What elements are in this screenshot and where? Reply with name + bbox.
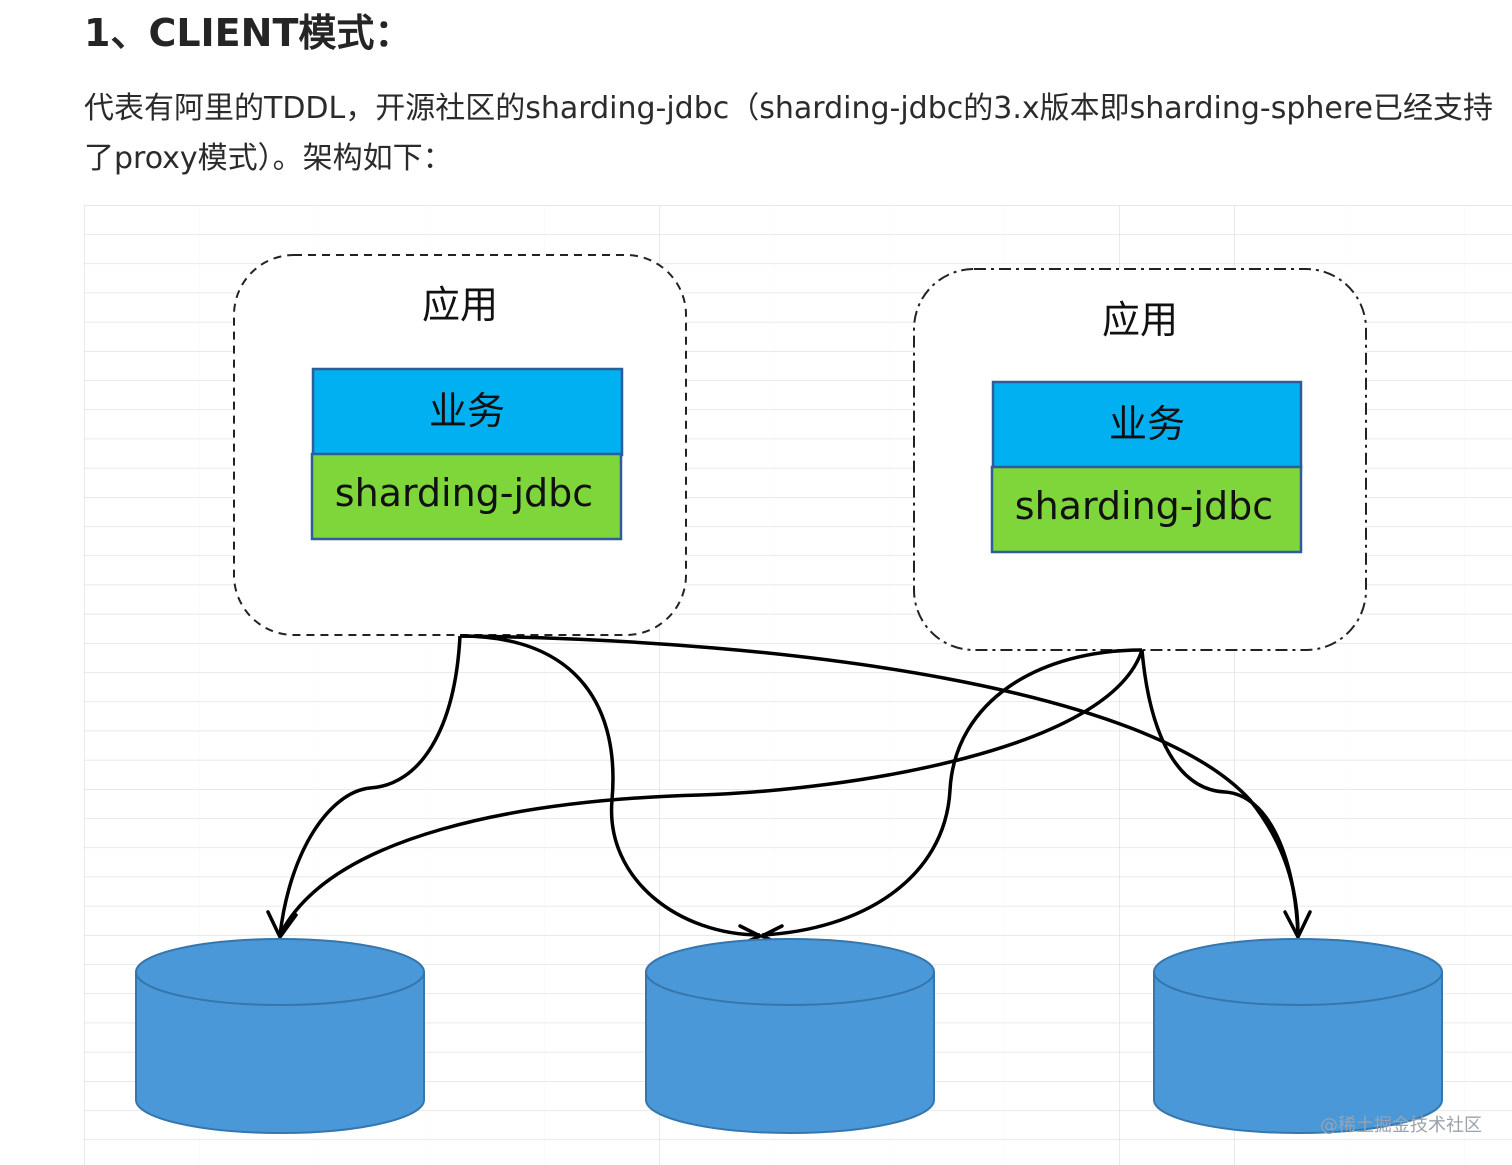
app-2-title: 应用 [1102,298,1178,342]
paragraph-line-2: 了proxy模式）。架构如下： [84,141,453,176]
architecture-diagram: 应用 业务 sharding-jdbc 应用 业务 sharding-jdbc [84,205,1512,1165]
database-1-top [135,938,425,1006]
app-2-middleware-layer [990,465,1303,554]
database-2 [645,938,935,1134]
database-1 [135,938,425,1134]
app-1-title: 应用 [422,283,498,327]
intro-paragraph: 代表有阿里的TDDL，开源社区的sharding-jdbc（sharding-j… [84,84,1493,184]
edge-app1-db1 [278,635,462,936]
app-node-1: 应用 业务 sharding-jdbc [233,254,687,636]
app-1-business-label: 业务 [429,389,505,433]
database-3-top [1153,938,1443,1006]
watermark: @稀土掘金技术社区 [1320,1115,1482,1136]
arrowhead-db1 [266,910,298,941]
edge-app2-db3 [1140,649,1300,936]
edge-app2-db1 [278,649,1144,936]
database-2-body [645,972,935,1134]
diagram-canvas: 应用 业务 sharding-jdbc 应用 业务 sharding-jdbc [84,205,1512,1165]
app-2-business-layer [991,380,1303,470]
app-1-middleware-label: sharding-jdbc [335,471,593,515]
app-1-business-layer [311,367,624,457]
connections [278,634,1300,937]
page-heading: 1、CLIENT模式： [84,11,413,55]
arrowhead-db3 [1283,910,1312,941]
database-3-body [1153,972,1443,1134]
app-2-business-label: 业务 [1109,402,1185,446]
database-2-top [645,938,935,1006]
app-2-middleware-label: sharding-jdbc [1015,484,1273,528]
database-3 [1153,938,1443,1134]
app-1-middleware-layer [310,452,623,541]
database-1-body [135,972,425,1134]
edge-app2-db2 [761,648,1143,937]
app-node-2: 应用 业务 sharding-jdbc [913,268,1367,651]
paragraph-line-1: 代表有阿里的TDDL，开源社区的sharding-jdbc（sharding-j… [84,91,1494,126]
